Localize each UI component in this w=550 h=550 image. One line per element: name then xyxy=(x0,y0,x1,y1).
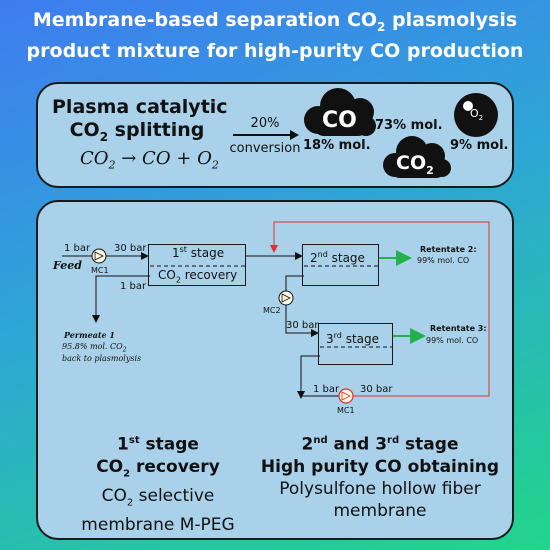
stage2-title: 2nd stage xyxy=(310,250,365,265)
stage3-title-sup: rd xyxy=(333,331,342,340)
feed-pressure: 1 bar xyxy=(64,243,91,254)
stage3-title-num: 3 xyxy=(326,332,334,346)
stage2-title-text: stage xyxy=(327,251,365,265)
stage2-title-num: 2 xyxy=(310,251,318,265)
permeate1-composition-sub: 2 xyxy=(122,346,127,354)
stage1-in-pressure: 30 bar xyxy=(114,243,147,254)
mc1-label: MC1 xyxy=(91,266,109,275)
stage1-summary-selective: selective xyxy=(133,486,215,507)
stage23-summary-line-3: Polysulfone hollow fiber xyxy=(279,478,481,499)
stage3-title-text: stage xyxy=(341,332,379,346)
o2-text: O xyxy=(470,107,479,120)
permeate1-destination: back to plasmolysis xyxy=(62,354,142,363)
co-fraction: 18% mol. xyxy=(303,138,371,153)
retentate2-value: 99% mol. CO xyxy=(417,256,470,265)
stage1-summary-recovery: recovery xyxy=(130,456,220,477)
title-line-1-sub: 2 xyxy=(377,19,386,34)
stage3-title: 3rd stage xyxy=(326,331,379,346)
recycle-mc-label: MC1 xyxy=(337,406,355,415)
stage1-summary-sup: st xyxy=(128,435,140,446)
co2-cloud-text: CO xyxy=(396,152,427,174)
stage23-summary-and: and 3 xyxy=(327,434,388,455)
stage23-summary-line-4: membrane xyxy=(333,500,427,521)
co2-cloud-sub: 2 xyxy=(426,163,434,177)
equation-reactant-sub: 2 xyxy=(108,158,116,172)
stage23-summary-sup: nd xyxy=(313,435,328,446)
feed-label: Feed xyxy=(53,259,82,272)
recycle-out-pressure: 30 bar xyxy=(360,384,393,395)
stage1-box xyxy=(148,244,246,286)
stage1-title: 1st stage xyxy=(172,245,224,260)
retentate3-value: 99% mol. CO xyxy=(426,336,479,345)
stage2-title-sup: nd xyxy=(317,250,328,259)
retentate3-title: Retentate 3: xyxy=(430,324,487,333)
stage1-summary: 1st stage CO2 recovery CO2 selective mem… xyxy=(78,430,238,536)
reaction-equation: CO2 → CO + O2 xyxy=(80,148,219,172)
stage1-summary-co-2: CO xyxy=(101,486,127,507)
stage23-summary-sup-2: rd xyxy=(387,435,400,446)
stage2-box xyxy=(302,244,379,286)
co-cloud-label: CO xyxy=(322,108,357,133)
title-line-1-text: Membrane-based separation CO xyxy=(32,9,378,31)
stage23-summary-line-2: High purity CO obtaining xyxy=(260,456,500,477)
stage23-summary-stage: stage xyxy=(399,434,459,455)
stage1-sub-recovery: recovery xyxy=(180,268,238,282)
permeate1-pressure: 1 bar xyxy=(120,281,147,292)
permeate1-composition-text: 95.8% mol. CO xyxy=(62,342,123,351)
stage1-summary-line-1: 1st stage xyxy=(78,430,238,456)
stage1-title-sup: st xyxy=(179,245,187,254)
stage1-summary-co-2-sub: 2 xyxy=(126,497,134,509)
stage1-sub-co: CO xyxy=(158,268,176,282)
stage23-summary-line-1: 2nd and 3rd stage xyxy=(250,430,510,456)
equation-products: → CO + O xyxy=(115,148,212,169)
mc2-out-pressure: 30 bar xyxy=(286,320,319,331)
co2-cloud-label: CO2 xyxy=(396,152,434,177)
conversion-percent: 20% xyxy=(250,116,280,131)
equation-products-sub: 2 xyxy=(211,158,219,172)
permeate1-title: Permeate 1 xyxy=(64,330,115,340)
title-line-2: product mixture for high-purity CO produ… xyxy=(26,39,524,62)
recycle-in-pressure: 1 bar xyxy=(313,384,340,395)
stage1-summary-line-4: membrane M-PEG xyxy=(81,515,235,536)
conversion-label: 20% xyxy=(230,116,300,132)
o2-fraction: 9% mol. xyxy=(450,138,509,153)
stage23-summary: 2nd and 3rd stage High purity CO obtaini… xyxy=(250,430,510,522)
stage3-box xyxy=(318,323,393,365)
stage1-summary-co-sub: 2 xyxy=(123,468,131,480)
stage1-title-num: 1 xyxy=(172,246,180,260)
stage1-subtitle: CO2 recovery xyxy=(158,268,237,284)
plasma-heading-sub: 2 xyxy=(99,129,109,144)
equation-reactant: CO xyxy=(80,148,109,169)
plasma-heading-co: CO xyxy=(69,119,100,141)
plasma-heading-line-2: CO2 splitting xyxy=(52,119,222,149)
title-line-1-end: plasmolysis xyxy=(385,9,518,31)
mc2-label: MC2 xyxy=(263,306,281,315)
conversion-word: conversion xyxy=(229,141,301,156)
stage1-summary-line-2: CO2 recovery xyxy=(78,456,238,485)
permeate1-composition: 95.8% mol. CO2 xyxy=(62,342,127,354)
plasma-heading-splitting: splitting xyxy=(108,119,205,141)
retentate2-title: Retentate 2: xyxy=(420,245,477,254)
stage23-summary-num: 2 xyxy=(301,434,314,455)
plasma-heading-line-1: Plasma catalytic xyxy=(52,96,228,118)
o2-label: O2 xyxy=(470,107,483,122)
o2-sub: 2 xyxy=(478,114,484,123)
page-title: Membrane-based separation CO2 plasmolysi… xyxy=(0,8,550,63)
stage1-title-text: stage xyxy=(186,246,225,260)
stage1-summary-num: 1 xyxy=(117,434,129,455)
plasma-heading: Plasma catalytic CO2 splitting xyxy=(52,96,228,149)
stage1-summary-stage: stage xyxy=(139,434,199,455)
title-line-1: Membrane-based separation CO2 plasmolysi… xyxy=(0,8,550,39)
stage1-summary-line-3: CO2 selective xyxy=(78,485,238,514)
stage1-sub-2: 2 xyxy=(175,275,181,285)
stage1-summary-co: CO xyxy=(96,456,124,477)
co2-fraction: 73% mol. xyxy=(375,118,443,133)
